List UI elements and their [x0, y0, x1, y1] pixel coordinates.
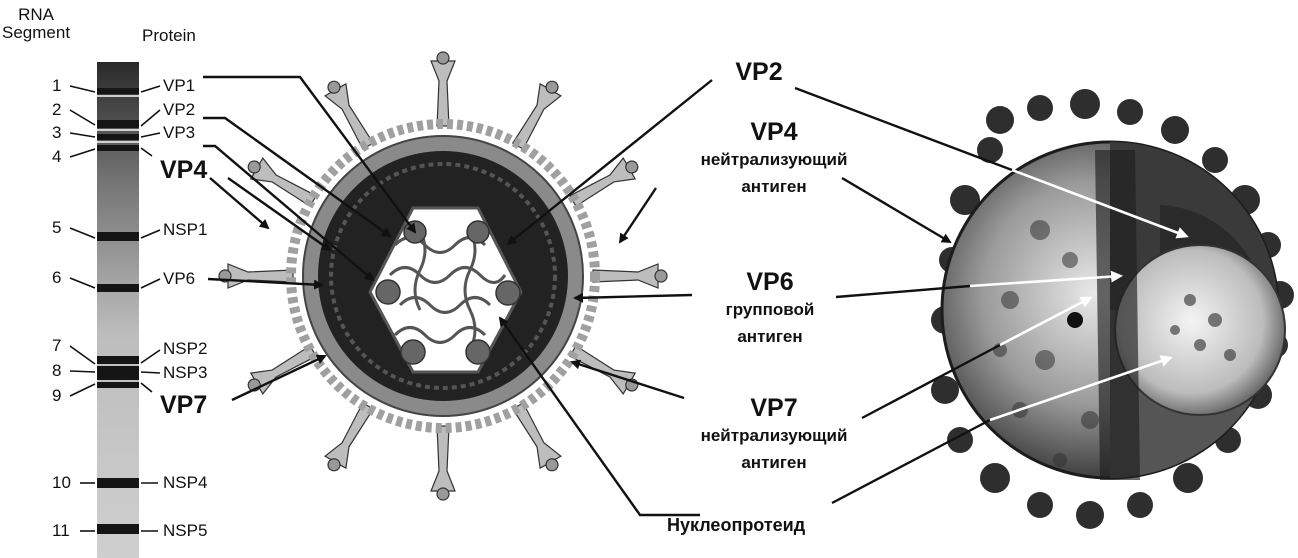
segment-10: 10	[52, 474, 71, 491]
protein-vp4-bold: VP4	[160, 158, 207, 183]
segment-4: 4	[52, 148, 61, 165]
rna-segment-header: RNA Segment	[2, 6, 70, 42]
protein-nsp4: NSP4	[163, 474, 207, 491]
protein-nsp1: NSP1	[163, 221, 207, 238]
segment-5: 5	[52, 219, 61, 236]
segment-2: 2	[52, 101, 61, 118]
callout-nucleoprotein: Нуклеопротеид	[667, 516, 805, 534]
protein-vp1: VP1	[163, 77, 195, 94]
protein-header: Protein	[142, 27, 196, 45]
callout-vp7: VP7 нейтрализующий антиген	[654, 396, 894, 475]
segment-ticks	[70, 86, 95, 531]
callout-vp4: VP4 нейтрализующий антиген	[654, 120, 894, 199]
protein-vp7-bold: VP7	[160, 393, 207, 418]
callout-vp6-title: VP6	[690, 270, 850, 295]
segment-9: 9	[52, 387, 61, 404]
callout-vp7-title: VP7	[654, 396, 894, 421]
callout-vp6-sub2: антиген	[690, 326, 850, 349]
callout-vp2: VP2	[714, 60, 804, 85]
cryo-em-reconstruction	[931, 89, 1294, 529]
segment-7: 7	[52, 337, 61, 354]
callout-vp4-sub2: антиген	[654, 176, 894, 199]
segment-3: 3	[52, 124, 61, 141]
callout-vp4-sub1: нейтрализующий	[654, 149, 894, 172]
callout-vp7-sub2: антиген	[654, 452, 894, 475]
virion-schematic	[219, 52, 667, 500]
segment-11: 11	[52, 522, 70, 539]
protein-nsp2: NSP2	[163, 340, 207, 357]
callout-vp4-title: VP4	[654, 120, 894, 145]
segment-6: 6	[52, 269, 61, 286]
protein-vp3: VP3	[163, 124, 195, 141]
segment-8: 8	[52, 362, 61, 379]
callout-vp7-sub1: нейтрализующий	[654, 425, 894, 448]
protein-vp2: VP2	[163, 101, 195, 118]
protein-vp6: VP6	[163, 270, 195, 287]
callout-vp2-title: VP2	[714, 60, 804, 85]
callout-vp6-sub1: групповой	[690, 299, 850, 322]
segment-1: 1	[52, 77, 61, 94]
protein-ticks	[141, 86, 160, 531]
gel-lane	[97, 62, 139, 558]
protein-nsp3: NSP3	[163, 364, 207, 381]
protein-nsp5: NSP5	[163, 522, 207, 539]
callout-vp6: VP6 групповой антиген	[690, 270, 850, 349]
